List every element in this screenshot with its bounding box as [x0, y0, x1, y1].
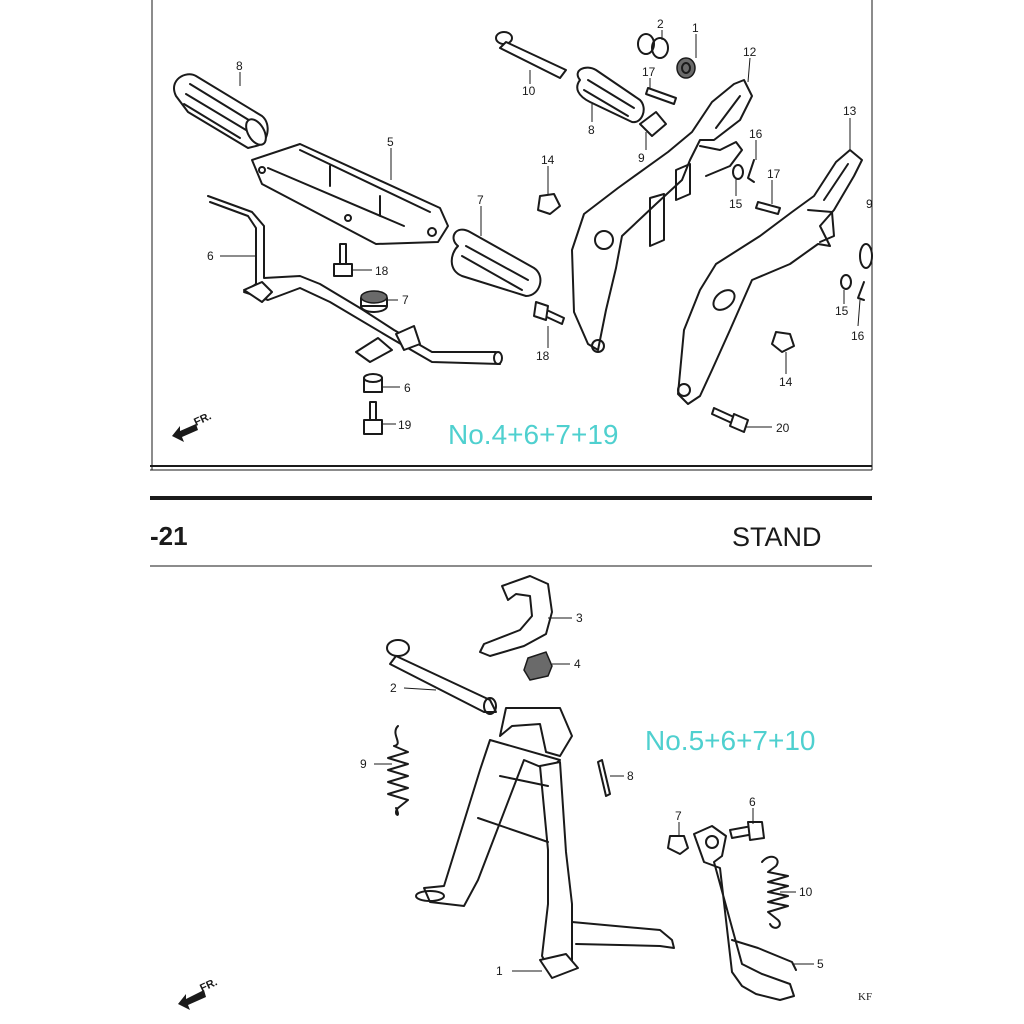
footpeg-rubber-left: [173, 73, 269, 149]
callout-9b: 9: [866, 197, 873, 211]
callout-6: 7: [402, 293, 409, 307]
callout-numbers-top: 8 5 6 18 7 6 19 7 10 8 2 1 17 9 12 14 18…: [207, 17, 873, 435]
section-code: -21: [150, 521, 188, 551]
spring-1: [676, 57, 696, 79]
bolt-18b: [533, 301, 565, 325]
footpeg-rubber-8: [576, 66, 645, 124]
callout-15a: 15: [729, 197, 743, 211]
washer-15a: [732, 164, 744, 180]
bolt-20: [711, 407, 749, 433]
stopper-rubber-4: [523, 651, 553, 681]
callout-7b: 7: [477, 193, 484, 207]
callout-19: 19: [398, 418, 412, 432]
clip-16a: [747, 159, 755, 183]
pivot-shaft-2: [386, 639, 497, 715]
collar-5: [363, 373, 383, 393]
main-stand-1: [415, 707, 675, 979]
callout-5: 5: [817, 957, 824, 971]
clip-16b: [857, 281, 865, 301]
callout-14b: 14: [779, 375, 793, 389]
pillion-bracket-left: [571, 79, 753, 353]
bottom-panel: 3 4 2 9 8 7 6 10 5 1 FR. KF No.5+6+7+10: [178, 575, 872, 1010]
section-header: -21 STAND: [150, 496, 872, 567]
corner-code: KF: [858, 991, 872, 1003]
pivot-bolt-6: [729, 821, 765, 841]
callout-9: 9: [360, 757, 367, 771]
callout-2: 2: [657, 17, 664, 31]
callout-3: 3: [576, 611, 583, 625]
callout-4: 4: [574, 657, 581, 671]
footpeg-pin-10: [495, 31, 567, 79]
nut-14b: [771, 331, 795, 353]
nut-14a: [537, 193, 561, 215]
footpeg-rubber-right: [450, 228, 542, 297]
bolt-18: [333, 243, 353, 277]
callout-7: 7: [675, 809, 682, 823]
callout-17b: 17: [767, 167, 781, 181]
callout-6: 6: [749, 795, 756, 809]
stand-stopper-3: [479, 575, 553, 657]
callout-16a: 16: [749, 127, 763, 141]
callout-4: 6: [207, 249, 214, 263]
front-arrow-icon: FR.: [178, 976, 219, 1010]
washer-15b: [840, 274, 852, 290]
step-bar: [207, 195, 503, 365]
callout-18b: 18: [536, 349, 550, 363]
section-title: STAND: [732, 522, 822, 552]
cotter-pin-8: [597, 759, 611, 797]
front-arrow-icon: FR.: [172, 410, 213, 442]
callout-20: 20: [776, 421, 790, 435]
callout-1: 1: [496, 964, 503, 978]
pin-17a: [645, 87, 677, 105]
front-label: FR.: [192, 410, 213, 428]
side-stand-5: [693, 825, 797, 1001]
callout-8: 8: [627, 769, 634, 783]
bolt-19: [363, 401, 383, 435]
callout-7a: 8: [236, 59, 243, 73]
callout-18a: 18: [375, 264, 389, 278]
pillion-bracket-right: [677, 149, 863, 405]
grommet-6: [360, 290, 388, 313]
leader-lines-bottom: [374, 617, 814, 972]
washer-9: [639, 111, 667, 137]
callout-10: 10: [799, 885, 813, 899]
callout-5: 6: [404, 381, 411, 395]
callout-13: 13: [843, 104, 857, 118]
top-panel: 8 5 6 18 7 6 19 7 10 8 2 1 17 9 12 14 18…: [150, 0, 873, 471]
callout-9a: 9: [638, 151, 645, 165]
bolt-17b: [755, 201, 781, 215]
washer-2: [637, 33, 669, 59]
return-spring-9: [387, 725, 409, 816]
callout-3: 5: [387, 135, 394, 149]
callout-2: 2: [390, 681, 397, 695]
front-label: FR.: [198, 976, 219, 994]
callout-16b: 16: [851, 329, 865, 343]
callout-12: 12: [743, 45, 757, 59]
callout-8: 8: [588, 123, 595, 137]
callout-10: 10: [522, 84, 536, 98]
side-stand-spring-10: [761, 855, 789, 929]
callout-15b: 15: [835, 304, 849, 318]
callout-14a: 14: [541, 153, 555, 167]
callout-17a: 17: [642, 65, 656, 79]
promo-label-top: No.4+6+7+19: [448, 419, 619, 450]
callout-numbers-bottom: 3 4 2 9 8 7 6 10 5 1: [360, 611, 824, 978]
leader-lines-top: [220, 30, 861, 428]
pin-9b: [859, 243, 873, 269]
nut-7: [667, 835, 689, 855]
footrest-bracket: [251, 143, 449, 245]
callout-1: 1: [692, 21, 699, 35]
promo-label-bottom: No.5+6+7+10: [645, 725, 816, 756]
